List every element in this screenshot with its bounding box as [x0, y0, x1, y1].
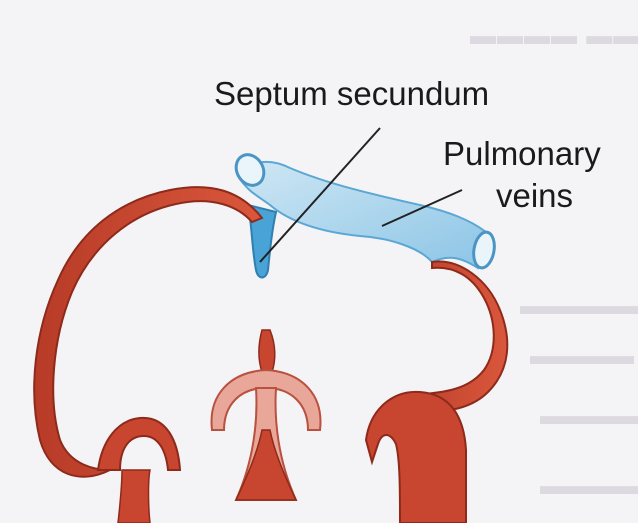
left-ventricle-stub — [98, 418, 180, 470]
pulmonary-label: Pulmonary — [443, 136, 601, 172]
interventricular-septum — [212, 330, 321, 500]
septum-secundum-label: Septum secundum — [214, 76, 489, 112]
septum-base — [236, 430, 296, 500]
veins-label: veins — [496, 178, 573, 214]
septum-spike — [259, 330, 275, 372]
left-ventricle-stalk — [118, 470, 150, 523]
right-ventricle-stub — [366, 392, 466, 523]
